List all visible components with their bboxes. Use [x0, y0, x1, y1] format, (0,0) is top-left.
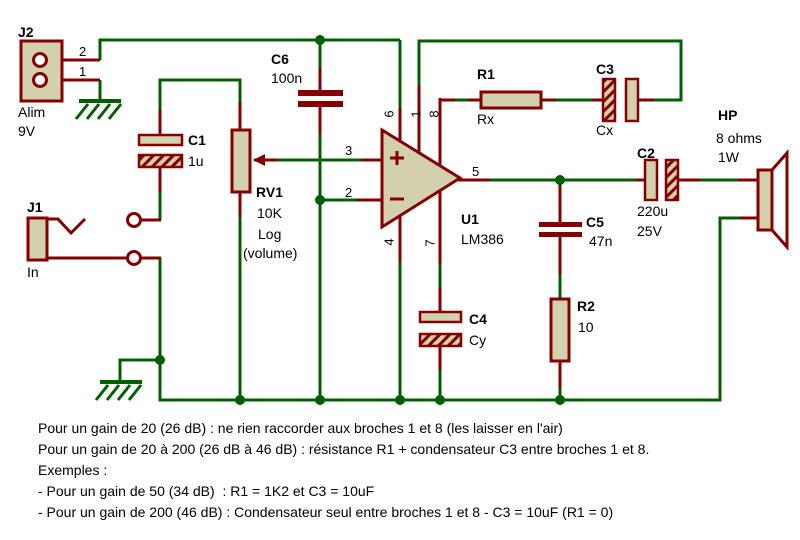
- j2-pin1-number: 1: [79, 64, 86, 79]
- c1-plate-negative: [137, 153, 184, 169]
- j1-tip-terminal: [126, 212, 142, 228]
- j2-ref-label: J2: [18, 24, 34, 40]
- j2-value-label: Alim: [18, 104, 45, 120]
- ground-hatch: [94, 384, 110, 401]
- rv1-pot-body: [230, 128, 252, 194]
- ground-symbol-bottom: [94, 380, 143, 401]
- r2-resistor-body: [549, 297, 571, 363]
- c5-plate-top: [539, 222, 582, 227]
- c4-plate-positive: [418, 310, 463, 324]
- rv1-ref-label: RV1: [256, 184, 283, 200]
- c2-value-label: 220u: [637, 203, 668, 219]
- note-line-3: Exemples :: [38, 462, 107, 478]
- wire-ground-branch: [118, 358, 160, 380]
- rv1-value-label: Log: [258, 226, 281, 242]
- ground-hatch: [107, 103, 123, 120]
- note-line-2: Pour un gain de 20 à 200 (26 dB à 46 dB)…: [38, 441, 649, 457]
- j1-jack-body: [26, 216, 49, 262]
- rv1-value-label: (volume): [243, 245, 297, 261]
- wire-ground-rail: [158, 216, 742, 402]
- c4-ref-label: C4: [469, 311, 487, 327]
- speaker-driver: [756, 168, 774, 232]
- junction-dot: [315, 195, 325, 205]
- c3-plate-negative: [601, 77, 617, 123]
- u1-pin2-number: 2: [345, 185, 352, 200]
- c5-value-label: 47n: [589, 233, 612, 249]
- junction-dot: [315, 35, 325, 45]
- ground-hatch: [74, 103, 90, 120]
- wire-vcc-rail: [98, 38, 400, 60]
- u1-opamp-triangle: [380, 127, 463, 230]
- wire-input-node: [158, 78, 242, 112]
- j2-pin2-terminal: [32, 52, 48, 68]
- junction-dot: [435, 395, 445, 405]
- wire-pin1-loop: [417, 39, 683, 102]
- u1-pin1-number: 1: [409, 110, 424, 117]
- j1-switch-contact: [47, 217, 87, 236]
- junction-dot: [555, 395, 565, 405]
- j2-pin2-number: 2: [79, 44, 86, 59]
- u1-pin6-number: 6: [382, 110, 397, 117]
- ground-hatch: [105, 384, 121, 401]
- ground-symbol-top: [74, 99, 123, 120]
- u1-value-label: LM386: [461, 231, 504, 247]
- c1-plate-positive: [137, 133, 184, 147]
- speaker-horn: [770, 149, 789, 251]
- hp-value-label: 8 ohms: [716, 130, 762, 146]
- u1-pin3-number: 3: [345, 143, 352, 158]
- ground-hatch: [116, 384, 132, 401]
- j2-pin1-terminal: [32, 72, 48, 88]
- j1-value-label: In: [27, 264, 39, 280]
- c4-value-label: Cy: [469, 332, 486, 348]
- c3-ref-label: C3: [596, 61, 614, 77]
- ground-hatch: [85, 103, 101, 120]
- c2-ref-label: C2: [637, 145, 655, 161]
- note-line-4: - Pour un gain de 50 (34 dB) : R1 = 1K2 …: [38, 483, 374, 499]
- c2-plate-positive: [643, 158, 659, 202]
- c6-ref-label: C6: [271, 51, 289, 67]
- j2-value-label: 9V: [18, 123, 36, 139]
- c5-plate-bottom: [539, 232, 582, 237]
- j2-connector-body: [19, 39, 64, 103]
- junction-dot: [315, 395, 325, 405]
- u1-pin7-number: 7: [423, 239, 438, 246]
- u1-pin5-number: 5: [472, 164, 479, 179]
- u1-ref-label: U1: [461, 211, 479, 227]
- c1-ref-label: C1: [188, 132, 206, 148]
- u1-pin4-number: 4: [382, 238, 397, 245]
- c6-plate-bottom: [298, 101, 343, 107]
- c2-value-label: 25V: [637, 223, 663, 239]
- rv1-wiper-arrow: [253, 154, 265, 166]
- junction-dot: [395, 395, 405, 405]
- c5-ref-label: C5: [586, 214, 604, 230]
- j1-sleeve-terminal: [126, 250, 142, 266]
- c1-value-label: 1u: [188, 153, 204, 169]
- r2-ref-label: R2: [577, 298, 595, 314]
- c4-plate-negative: [418, 332, 463, 348]
- r1-value-label: Rx: [477, 111, 494, 127]
- hp-value-label: 1W: [718, 149, 740, 165]
- junction-dot: [555, 175, 565, 185]
- r2-value-label: 10: [578, 319, 594, 335]
- note-line-1: Pour un gain de 20 (26 dB) : ne rien rac…: [38, 420, 563, 436]
- r1-ref-label: R1: [477, 66, 495, 82]
- c2-plate-negative: [664, 158, 680, 202]
- rv1-value-label: 10K: [257, 205, 283, 221]
- c6-value-label: 100n: [271, 70, 302, 86]
- junction-dot: [155, 355, 165, 365]
- c6-plate-top: [298, 90, 343, 96]
- u1-pin8-number: 8: [427, 110, 442, 117]
- c3-plate-positive: [624, 77, 640, 123]
- junction-dot: [235, 395, 245, 405]
- c3-value-label: Cx: [596, 122, 613, 138]
- note-line-5: - Pour un gain de 200 (46 dB) : Condensa…: [38, 504, 613, 520]
- ground-hatch: [96, 103, 112, 120]
- r1-resistor-body: [479, 90, 543, 110]
- ground-hatch: [127, 384, 143, 401]
- j1-ref-label: J1: [27, 199, 43, 215]
- hp-ref-label: HP: [718, 107, 737, 123]
